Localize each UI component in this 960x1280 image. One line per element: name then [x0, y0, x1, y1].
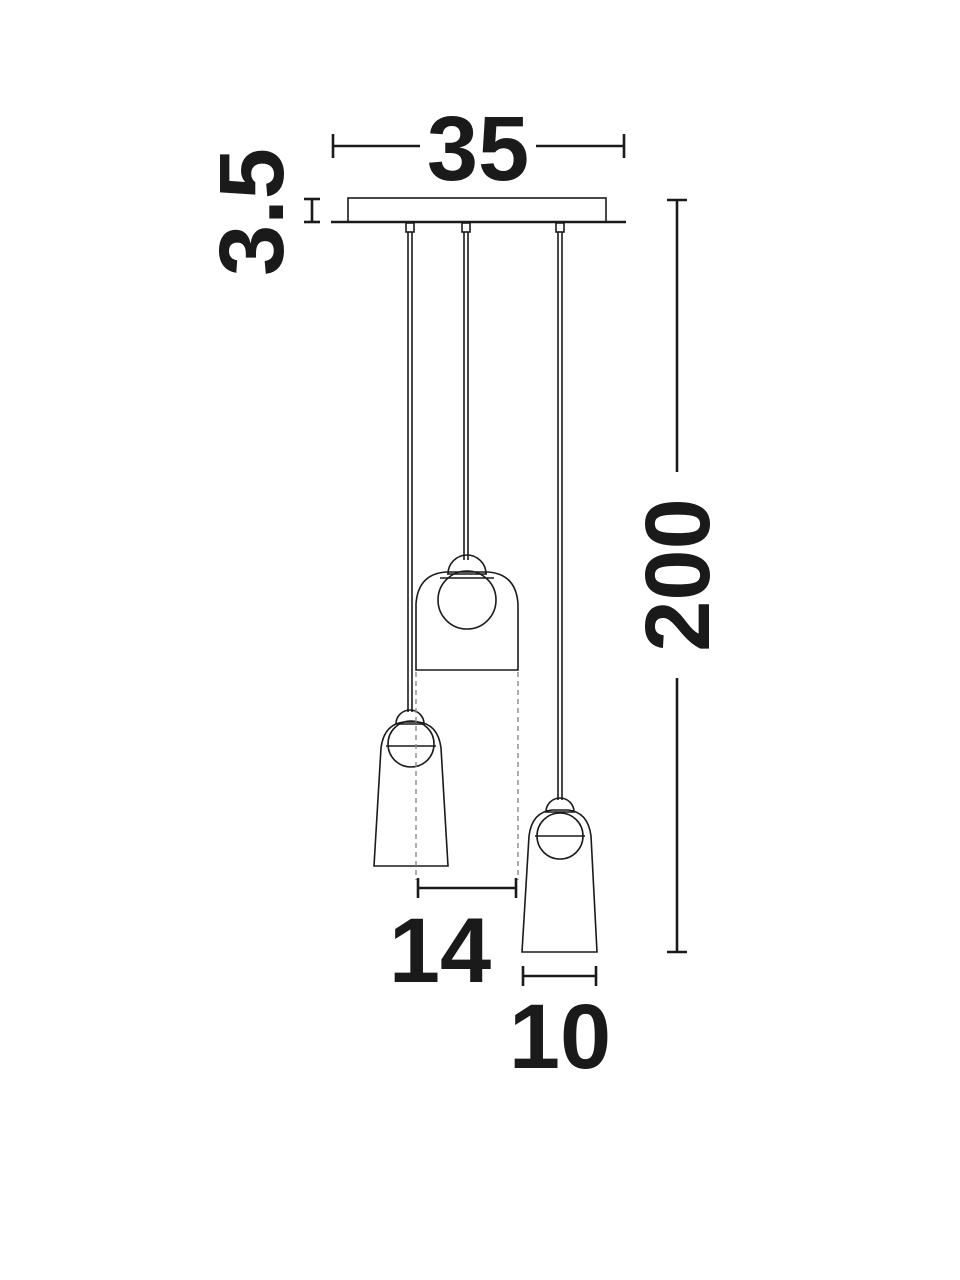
total-height-label: 200 — [627, 498, 729, 652]
shade-left-glass — [373, 721, 449, 867]
pendant-shade-center — [415, 554, 519, 671]
cable-grip-center — [461, 222, 471, 233]
canopy-plate — [347, 197, 607, 223]
width-dimension: 35 — [331, 98, 626, 200]
cable-grip-right — [555, 222, 565, 233]
shade-center-glass — [415, 571, 519, 671]
ceiling-canopy — [331, 197, 626, 233]
cable-grip-left — [405, 222, 415, 233]
pendant-shade-right — [521, 797, 598, 953]
center-shade-label: 14 — [389, 900, 491, 1002]
suspension-cables — [407, 232, 563, 800]
small-shade-label: 10 — [509, 986, 611, 1088]
shade-right-cap — [545, 797, 575, 813]
canopy-height-dimension: 3.5 — [201, 148, 320, 276]
shade-center-cap — [447, 554, 487, 575]
bulb-left — [387, 720, 435, 768]
shade-right-glass — [521, 809, 598, 953]
width-label: 35 — [427, 98, 529, 200]
total-height-dimension: 200 — [627, 198, 729, 954]
center-shade-guides — [415, 672, 519, 880]
center-shade-dimension: 14 — [389, 878, 518, 1002]
pendant-shade-left — [373, 709, 449, 867]
canopy-height-label: 3.5 — [201, 148, 303, 276]
shade-left-cap — [395, 709, 425, 725]
small-shade-dimension: 10 — [509, 966, 611, 1088]
bulb-center — [437, 570, 497, 630]
